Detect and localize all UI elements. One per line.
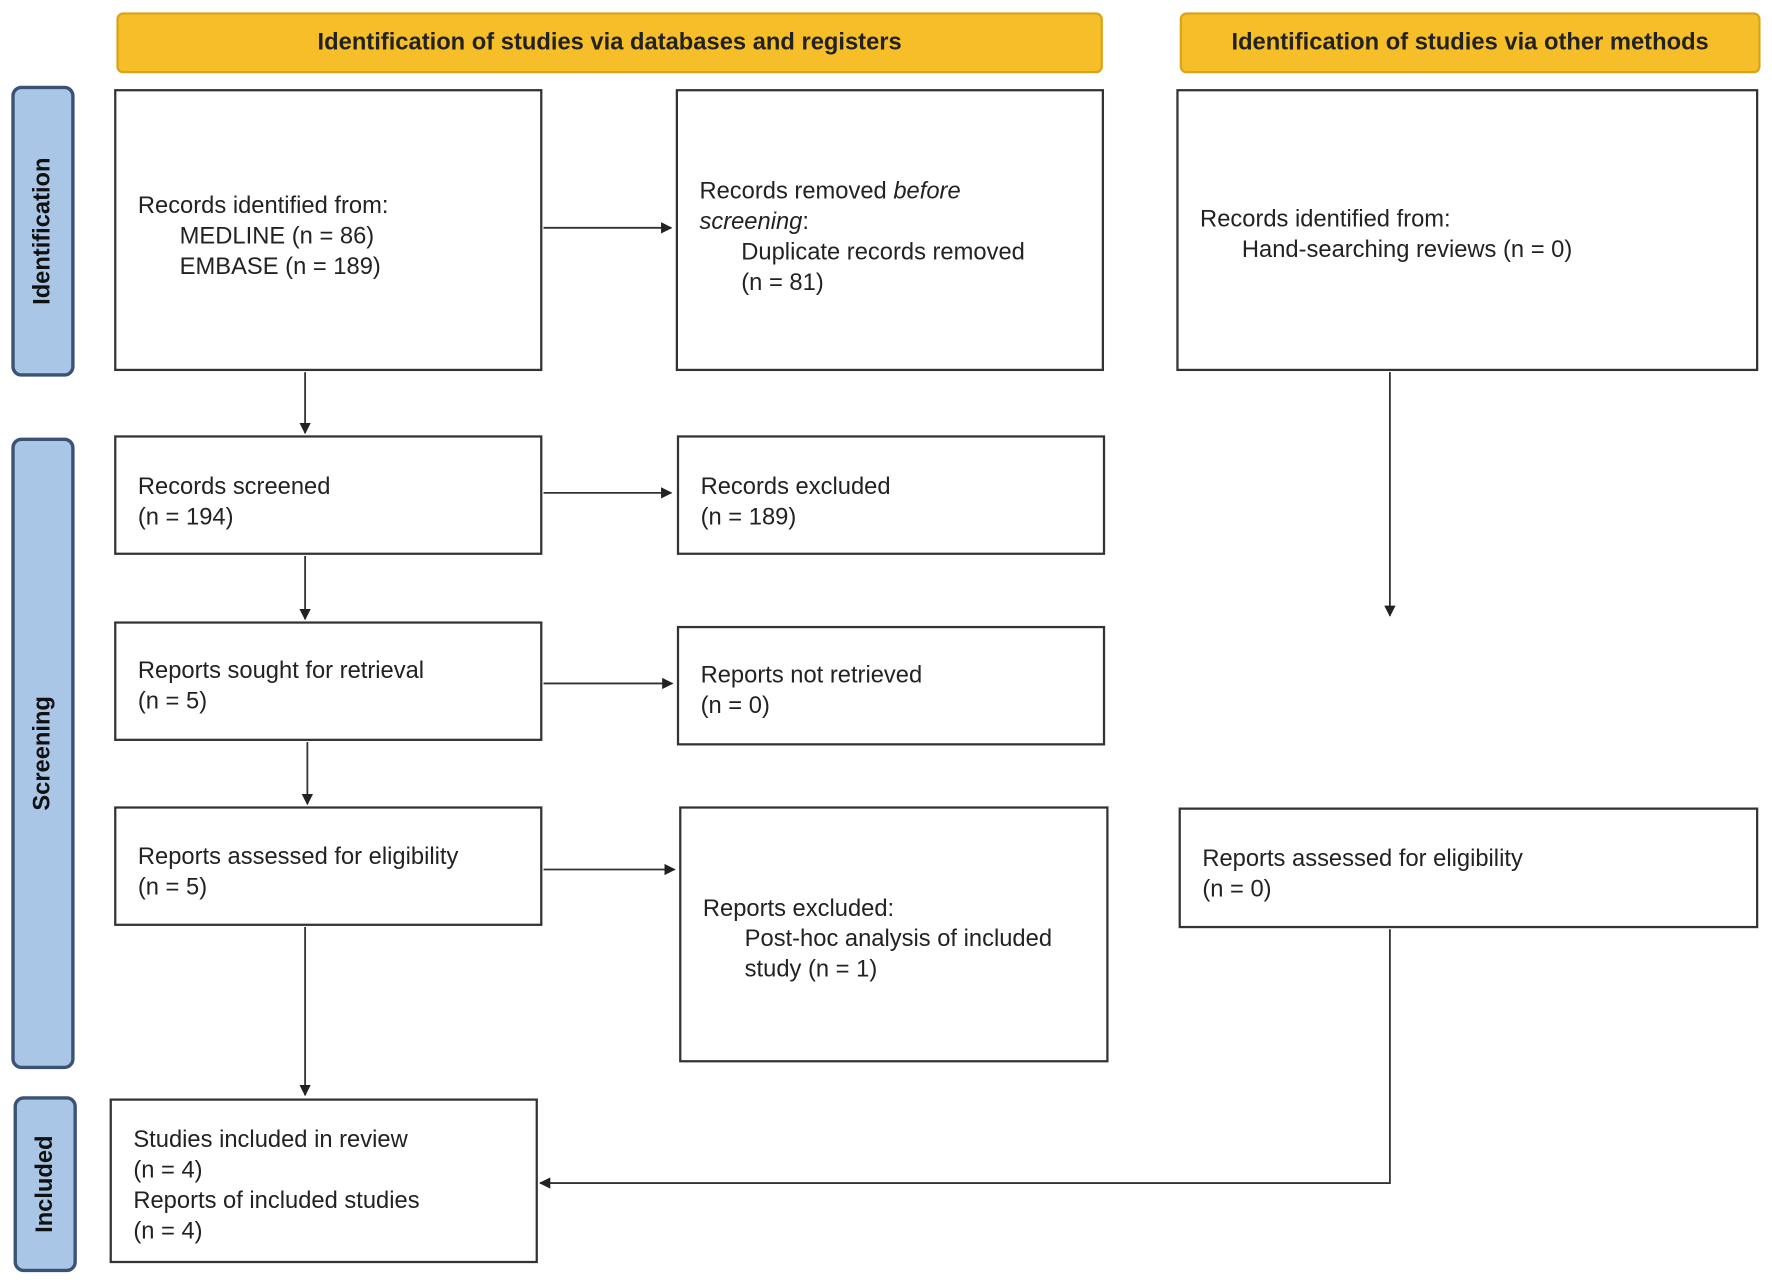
- phase-screening: Screening: [11, 437, 75, 1070]
- records-removed-duplicates: Duplicate records removed: [741, 239, 1025, 266]
- box-reports-excluded: Reports excluded: Post-hoc analysis of i…: [679, 806, 1109, 1063]
- records-screened-count: (n = 194): [137, 504, 234, 531]
- box-other-assessed: Reports assessed for eligibility (n = 0): [1178, 807, 1759, 929]
- other-identified-title: Records identified from:: [1200, 206, 1451, 233]
- records-identified-medline: MEDLINE (n = 86): [179, 223, 375, 250]
- reports-sought-title: Reports sought for retrieval: [137, 657, 425, 684]
- phase-included: Included: [13, 1096, 77, 1273]
- records-removed-title-italic2: screening: [699, 208, 803, 235]
- reports-assessed-title: Reports assessed for eligibility: [137, 843, 459, 870]
- included-reports-title: Reports of included studies: [133, 1187, 420, 1214]
- included-studies-title: Studies included in review: [133, 1126, 408, 1153]
- included-studies-count: (n = 4): [133, 1157, 203, 1184]
- records-removed-count: (n = 81): [741, 269, 824, 296]
- records-removed-title-plain: Records removed: [699, 178, 894, 205]
- records-excluded-title: Records excluded: [700, 473, 891, 500]
- header-databases-text: Identification of studies via databases …: [317, 29, 902, 56]
- reports-excluded-reason-line2: study (n = 1): [744, 956, 878, 983]
- box-other-identified: Records identified from: Hand-searching …: [1176, 89, 1759, 372]
- reports-excluded-reason-line1: Post-hoc analysis of included: [744, 925, 1053, 952]
- records-removed-title-italic1: before: [893, 178, 961, 205]
- box-included: Studies included in review (n = 4) Repor…: [109, 1098, 538, 1264]
- other-assessed-count: (n = 0): [1202, 876, 1272, 903]
- records-identified-title: Records identified from:: [137, 192, 389, 219]
- other-assessed-title: Reports assessed for eligibility: [1202, 845, 1523, 872]
- included-reports-count: (n = 4): [133, 1218, 203, 1244]
- reports-excluded-title: Reports excluded:: [702, 895, 895, 922]
- box-records-removed: Records removed before screening: Duplic…: [675, 89, 1105, 372]
- reports-sought-count: (n = 5): [137, 687, 208, 714]
- header-other-methods: Identification of studies via other meth…: [1179, 12, 1761, 74]
- other-identified-handsearch: Hand-searching reviews (n = 0): [1241, 236, 1573, 263]
- records-screened-title: Records screened: [137, 473, 331, 500]
- reports-not-retrieved-title: Reports not retrieved: [700, 662, 923, 688]
- header-databases: Identification of studies via databases …: [116, 12, 1103, 74]
- box-reports-not-retrieved: Reports not retrieved (n = 0): [676, 625, 1106, 746]
- box-records-excluded: Records excluded (n = 189): [676, 435, 1106, 555]
- records-removed-title: Records removed before: [699, 176, 1024, 206]
- phase-identification: Identification: [11, 85, 75, 377]
- box-records-identified: Records identified from: MEDLINE (n = 86…: [114, 89, 543, 372]
- arrow-other-assessed-to-included: [539, 929, 1391, 1189]
- records-excluded-count: (n = 189): [700, 504, 797, 531]
- box-reports-assessed: Reports assessed for eligibility (n = 5): [114, 806, 543, 926]
- header-other-text: Identification of studies via other meth…: [1231, 29, 1709, 56]
- records-removed-title-line2: screening:: [699, 206, 1024, 236]
- records-identified-embase: EMBASE (n = 189): [179, 253, 381, 280]
- reports-assessed-count: (n = 5): [137, 874, 208, 900]
- records-removed-title-colon: :: [802, 208, 809, 235]
- box-records-screened: Records screened (n = 194): [114, 435, 543, 555]
- box-reports-sought: Reports sought for retrieval (n = 5): [114, 621, 543, 741]
- reports-not-retrieved-count: (n = 0): [700, 692, 770, 719]
